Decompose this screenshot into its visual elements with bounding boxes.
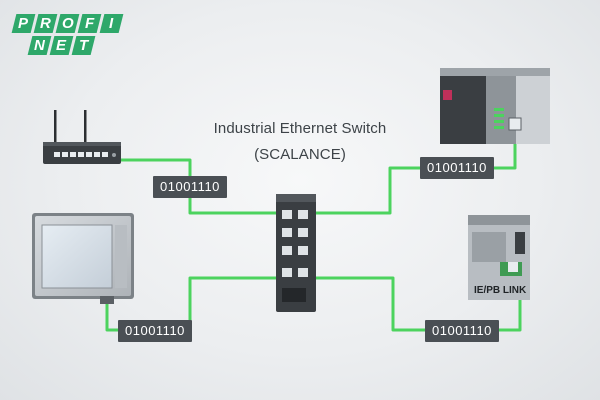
profinet-logo: P R O F I N E T (11, 14, 124, 58)
binary-label-ie-pb-link: 01001110 (425, 320, 499, 342)
logo-letter: O (61, 15, 74, 32)
binary-label-router: 01001110 (153, 176, 227, 198)
hmi-panel-device (32, 213, 134, 304)
scalance-switch-device (276, 194, 316, 312)
diagram-subtitle: (SCALANCE) (254, 146, 346, 163)
logo-letter: F (84, 15, 95, 32)
binary-label-plc: 01001110 (420, 157, 494, 179)
logo-letter: T (78, 37, 89, 54)
logo-letter: R (40, 15, 51, 32)
diagram-title: Industrial Ethernet Switch (213, 120, 387, 137)
link-switch-plc (315, 132, 517, 215)
logo-letter: E (56, 37, 67, 54)
logo-letter: I (109, 15, 114, 32)
logo-letter: N (34, 37, 45, 54)
ie-pb-link-label: IE/PB LINK (474, 285, 527, 296)
link-switch-iepb (315, 265, 522, 332)
ie-pb-link-device (468, 215, 530, 300)
logo-letter: P (18, 15, 29, 32)
plc-device (440, 68, 550, 144)
router-device (43, 110, 121, 164)
binary-label-hmi: 01001110 (118, 320, 192, 342)
